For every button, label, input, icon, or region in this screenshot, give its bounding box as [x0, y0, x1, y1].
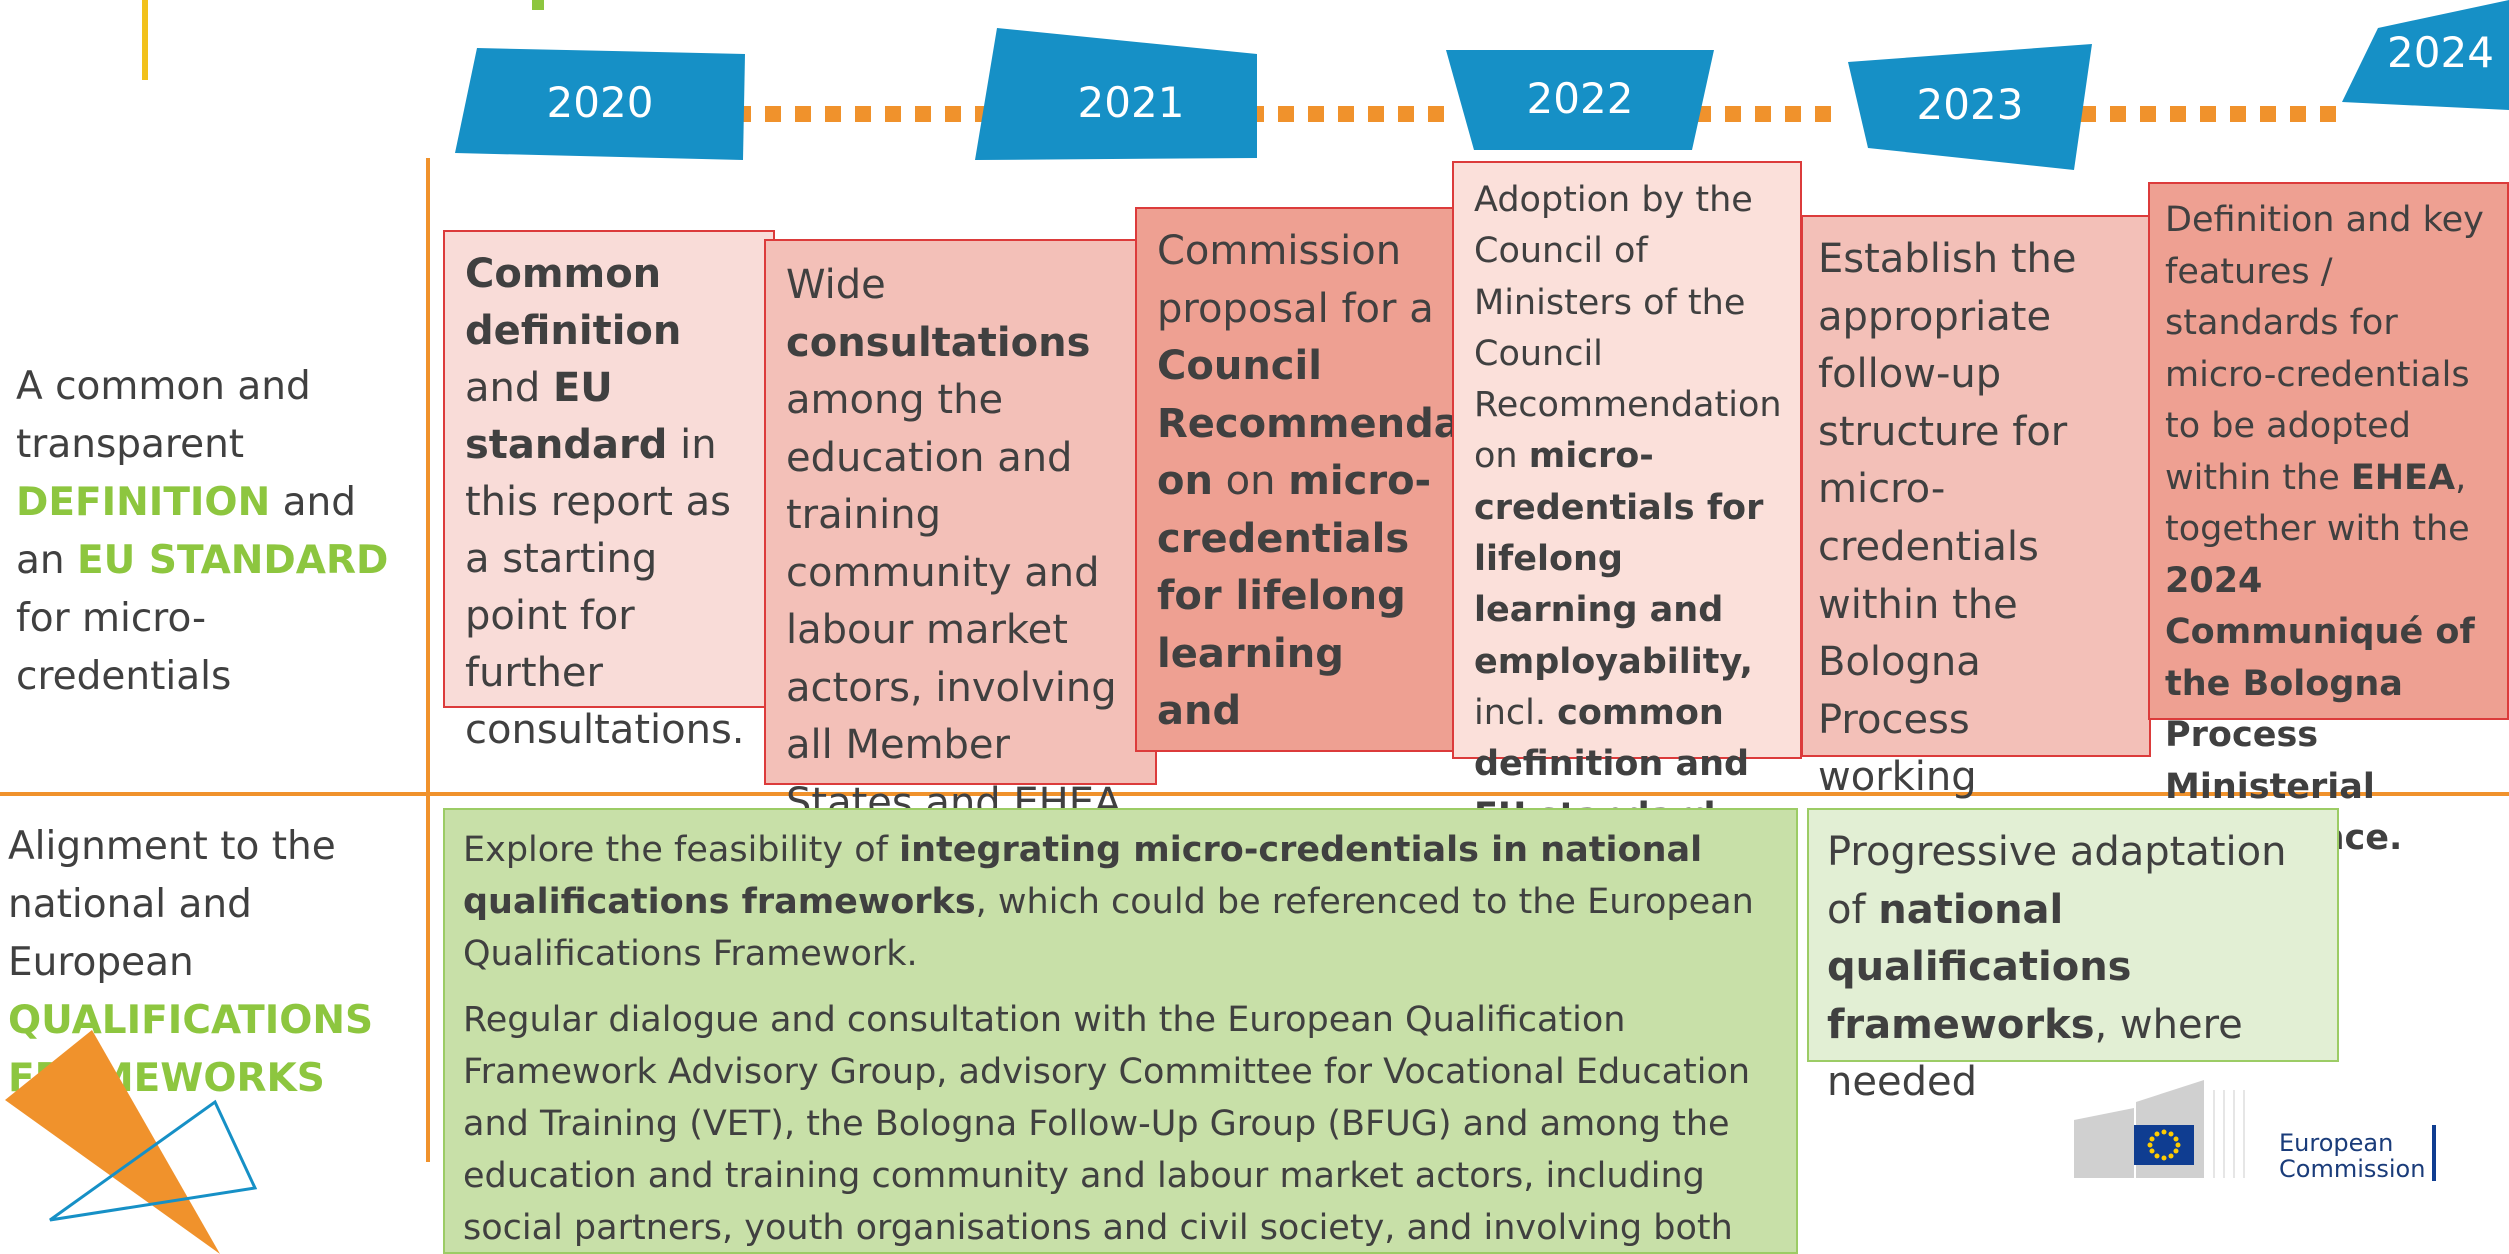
logo-text-line1: European [2279, 1129, 2394, 1157]
year-label: 2023 [1916, 80, 2024, 129]
card-2022-adoption-by-council: Adoption by the Council of Ministers of … [1452, 161, 1802, 836]
decorative-triangles [5, 1030, 258, 1254]
accent-bar [142, 0, 148, 80]
horizontal-axis [0, 792, 2509, 796]
logo-divider [2432, 1125, 2436, 1181]
dots-2022-2023 [1695, 106, 1845, 122]
dots-2023-2024 [2080, 106, 2350, 122]
logo-text-line2: Commission [2279, 1155, 2426, 1183]
row-label-qualifications: Alignment to the national and European Q… [8, 824, 374, 1101]
card-2020-common-definition: Common definition and EU standard in thi… [443, 230, 775, 753]
year-label: 2022 [1526, 74, 1634, 123]
year-banner-2021: 2021 [975, 28, 1257, 160]
row-label-definition: A common and transparent DEFINITION and … [16, 364, 389, 699]
green-box-nqf-integration: Explore the feasibility of integrating m… [443, 808, 1798, 1254]
year-label: 2020 [546, 78, 654, 127]
card-2021-commission-proposal: Commission proposal for a Council Recomm… [1135, 207, 1458, 752]
year-label: 2024 [2387, 28, 2494, 77]
dots-2020-2021 [735, 106, 985, 122]
dots-2021-2022 [1248, 106, 1458, 122]
year-banner-2023: 2023 [1848, 44, 2092, 170]
vertical-axis [426, 158, 430, 1162]
year-banner-2020: 2020 [455, 48, 745, 160]
green-box-progressive-adaptation: Progressive adaptation of national quali… [1807, 808, 2339, 1105]
year-banner-2024: 2024 [2342, 0, 2509, 110]
card-2021-wide-consultations: Wide consultations among the education a… [764, 239, 1157, 883]
ec-building-icon [2074, 1080, 2245, 1178]
card-2024-ehea-standards: Definition and key features / standards … [2148, 182, 2509, 858]
european-commission-logo: European Commission [2074, 1080, 2444, 1190]
year-banner-2022: 2022 [1446, 50, 1714, 150]
year-label: 2021 [1077, 78, 1185, 127]
accent-green-fragment [532, 0, 544, 10]
card-2023-follow-up-structure: Establish the appropriate follow-up stru… [1801, 215, 2151, 858]
